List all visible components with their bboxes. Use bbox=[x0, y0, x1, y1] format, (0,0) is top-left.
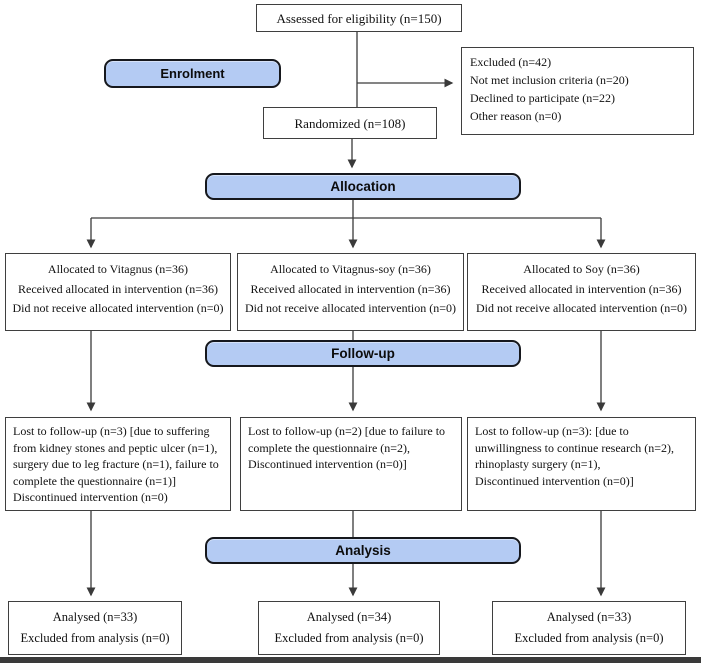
text-line: Analysed (n=33) bbox=[546, 610, 632, 624]
followup-box-vitagnus: Lost to follow-up (n=3) [due to sufferin… bbox=[5, 417, 231, 511]
text-line: Excluded from analysis (n=0) bbox=[20, 631, 170, 645]
text-line: Allocated to Vitagnus-soy (n=36) bbox=[270, 262, 431, 276]
allocation-box-soy: Allocated to Soy (n=36) Received allocate… bbox=[467, 253, 696, 331]
text-line: Excluded from analysis (n=0) bbox=[274, 631, 424, 645]
enrolment-stage-badge: Enrolment bbox=[104, 59, 281, 88]
allocation-box-vitagnus-soy: Allocated to Vitagnus-soy (n=36) Received… bbox=[237, 253, 464, 331]
text-line: rhinoplasty surgery (n=1), bbox=[475, 457, 601, 471]
text-line: Other reason (n=0) bbox=[470, 109, 562, 123]
followup-stage-badge: Follow-up bbox=[205, 340, 521, 367]
text-line: Received allocated in intervention (n=36… bbox=[17, 281, 219, 296]
analysed-box-vitagnus-soy: Analysed (n=34) Excluded from analysis (n… bbox=[258, 601, 440, 655]
allocation-stage-badge: Allocation bbox=[205, 173, 521, 200]
text-line: Received allocated in intervention (n=36… bbox=[250, 281, 451, 296]
excluded-box: Excluded (n=42) Not met inclusion criteri… bbox=[461, 47, 694, 135]
text-line: Declined to participate (n=22) bbox=[470, 91, 616, 105]
text-line: Excluded (n=42) bbox=[470, 55, 552, 69]
followup-box-vitagnus-soy: Lost to follow-up (n=2) [due to failure … bbox=[240, 417, 462, 511]
text-line: Excluded from analysis (n=0) bbox=[514, 631, 664, 645]
text-line: Lost to follow-up (n=3) [due to sufferin… bbox=[13, 424, 219, 488]
text-line: Did not receive allocated intervention (… bbox=[12, 301, 224, 315]
followup-box-soy: Lost to follow-up (n=3): [due to unwilli… bbox=[467, 417, 696, 511]
analysed-box-vitagnus: Analysed (n=33) Excluded from analysis (n… bbox=[8, 601, 182, 655]
text-line: Lost to follow-up (n=3): [due to unwilli… bbox=[475, 424, 675, 455]
allocation-box-vitagnus: Allocated to Vitagnus (n=36) Received all… bbox=[5, 253, 231, 331]
text-line: Analysed (n=33) bbox=[52, 610, 138, 624]
text-line: Discontinued intervention (n=0)] bbox=[475, 473, 634, 488]
text-line: Lost to follow-up (n=2) [due to failure … bbox=[248, 424, 446, 455]
assessed-eligibility-box: Assessed for eligibility (n=150) bbox=[256, 4, 462, 32]
text-line: Did not receive allocated intervention (… bbox=[244, 301, 457, 315]
text-line: Analysed (n=34) bbox=[306, 610, 392, 624]
bottom-border-bar bbox=[0, 657, 701, 663]
text-line: Allocated to Vitagnus (n=36) bbox=[47, 262, 189, 276]
text-line: Allocated to Soy (n=36) bbox=[523, 262, 640, 276]
text-line: Did not receive allocated intervention (… bbox=[475, 301, 688, 315]
text-line: Discontinued intervention (n=0) bbox=[13, 490, 168, 504]
text-line: Discontinued intervention (n=0)] bbox=[248, 457, 407, 471]
randomized-box: Randomized (n=108) bbox=[263, 107, 437, 139]
text-line: Received allocated in intervention (n=36… bbox=[481, 281, 682, 296]
text-line: Not met inclusion criteria (n=20) bbox=[470, 73, 629, 87]
analysis-stage-badge: Analysis bbox=[205, 537, 521, 564]
analysed-box-soy: Analysed (n=33) Excluded from analysis (n… bbox=[492, 601, 686, 655]
